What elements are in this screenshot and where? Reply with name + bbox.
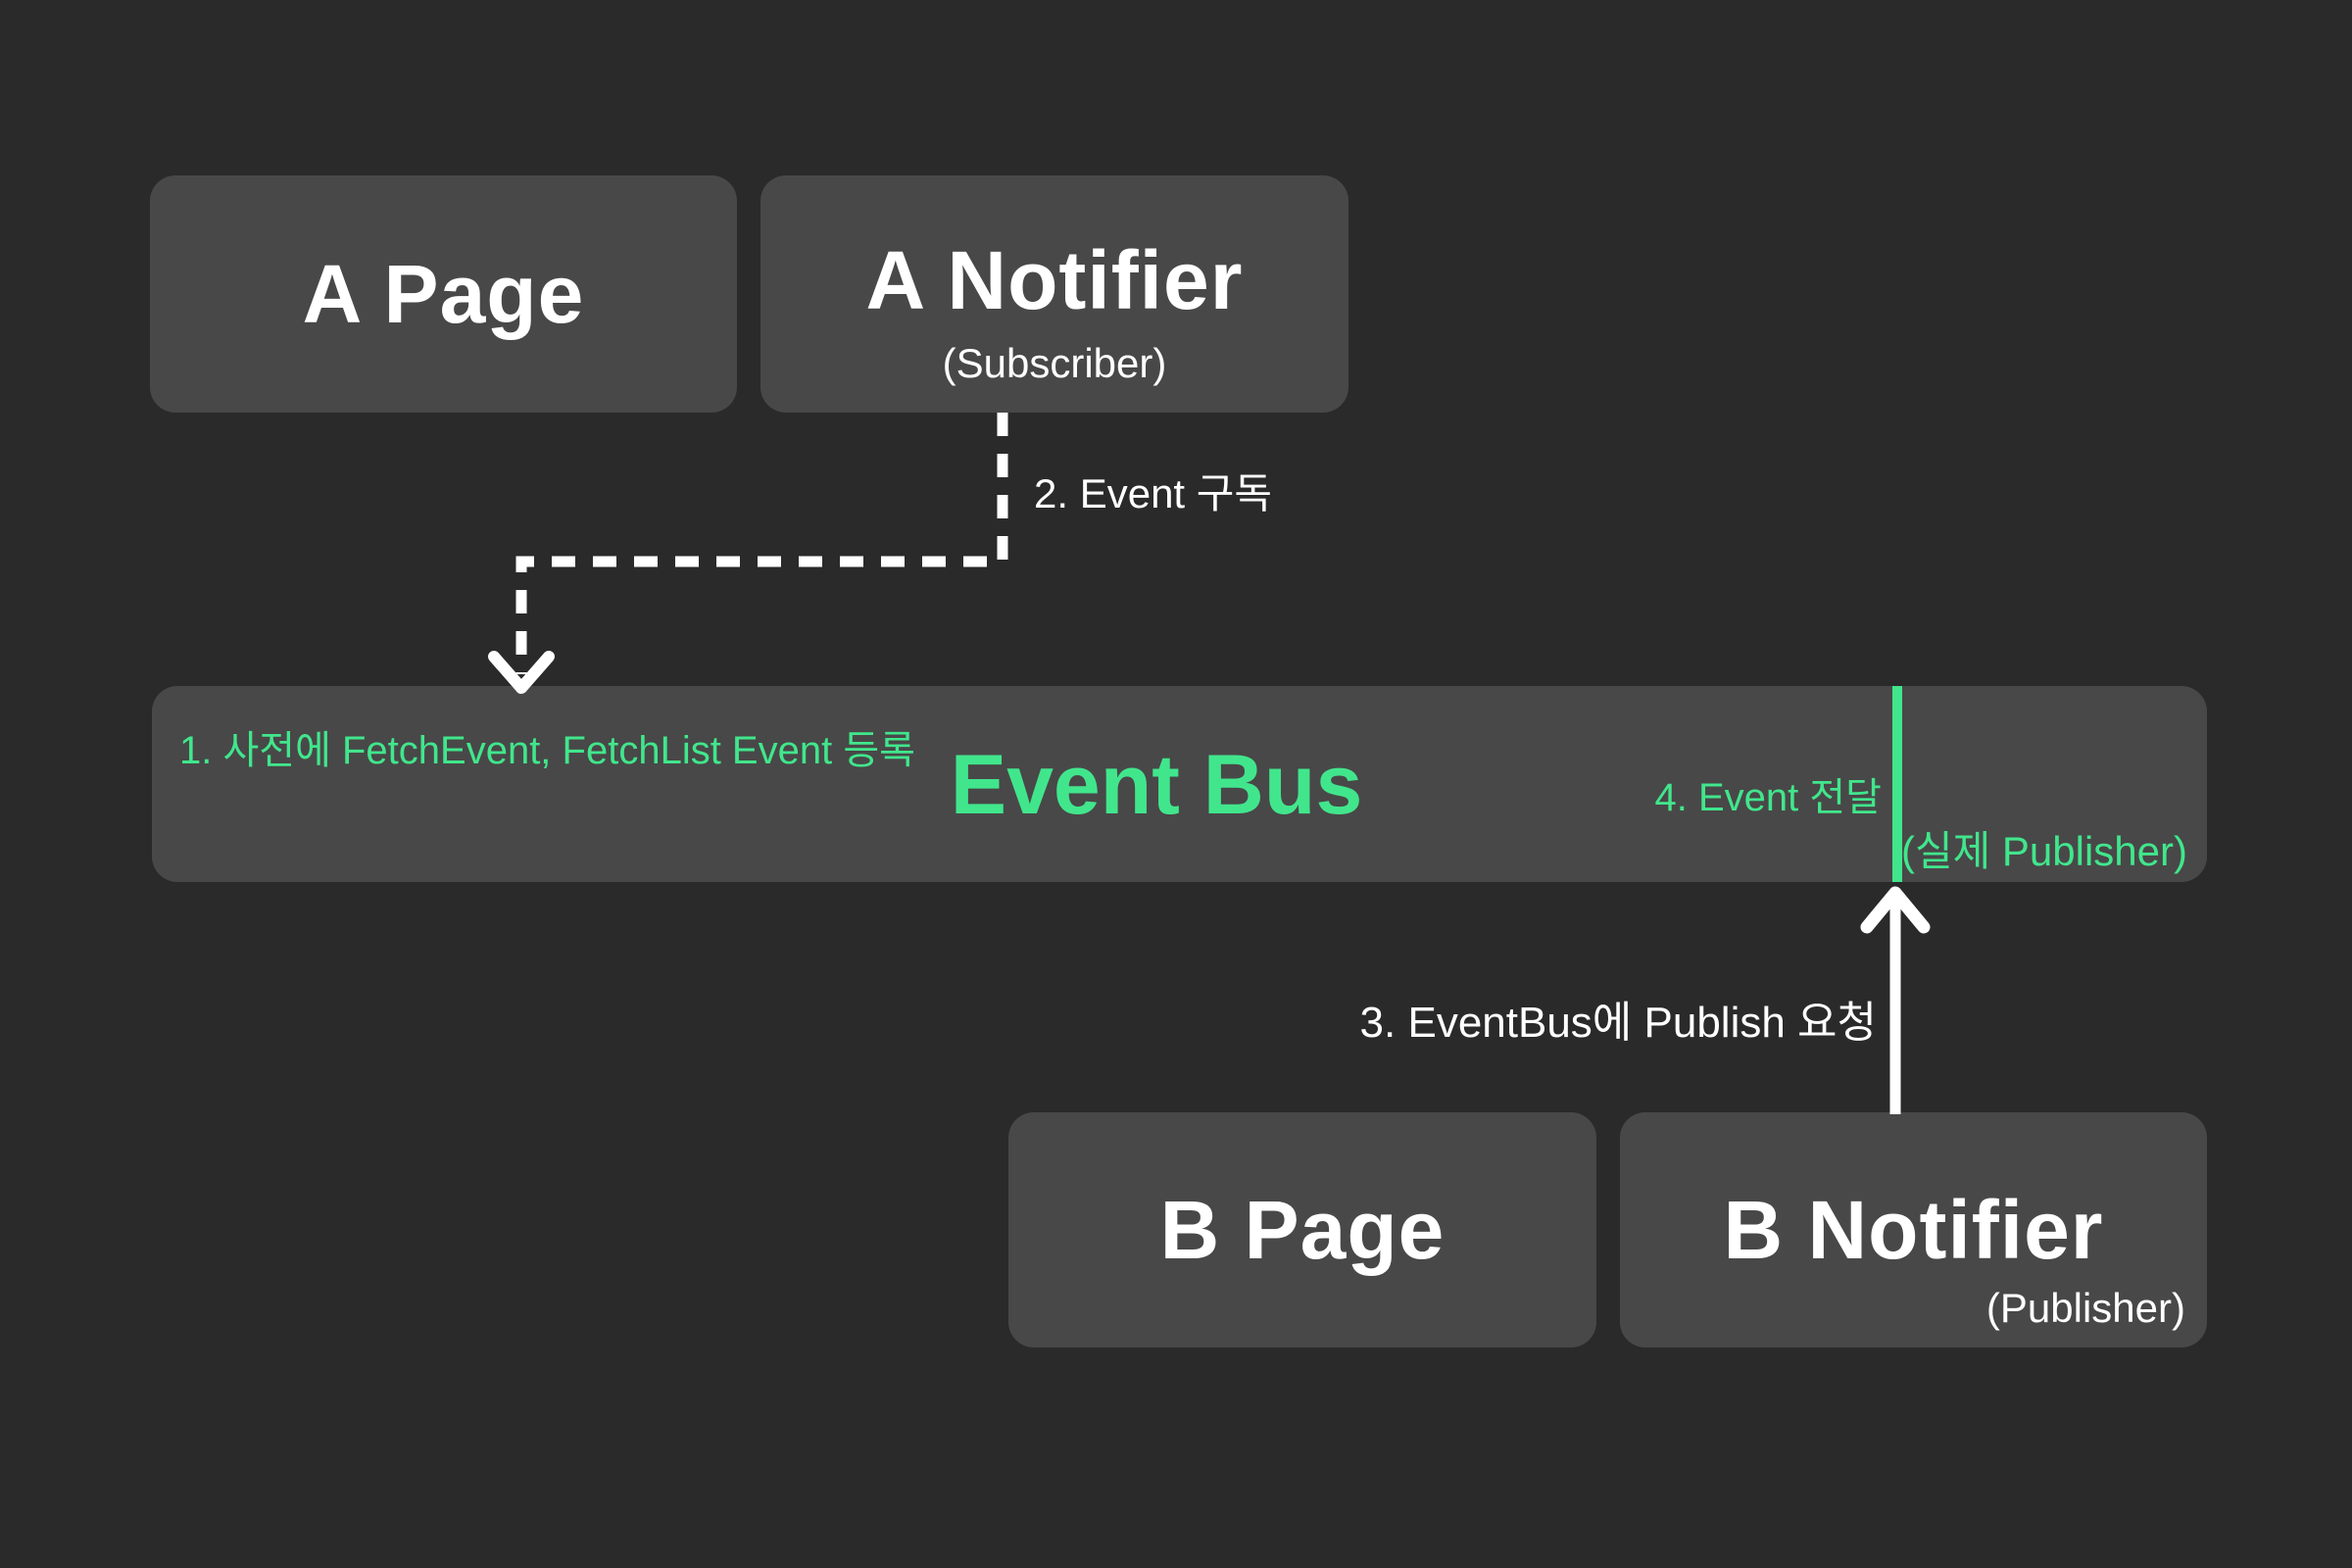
event-bus-title: Event Bus xyxy=(950,738,1363,832)
b-notifier-box: B Notifier (Publisher) xyxy=(1620,1112,2207,1348)
a-notifier-title: A Notifier xyxy=(865,233,1244,326)
b-page-box: B Page xyxy=(1008,1112,1596,1348)
subscribe-dashed-arrow-icon xyxy=(488,413,1008,694)
event-bus-register-annotation: 1. 사전에 FetchEvent, FetchList Event 등록 xyxy=(179,729,915,772)
b-notifier-subtitle: (Publisher) xyxy=(1985,1285,2185,1331)
subscribe-arrow-label: 2. Event 구독 xyxy=(1034,470,1273,516)
b-notifier-title: B Notifier xyxy=(1723,1183,2104,1276)
event-bus-bar xyxy=(152,686,2207,882)
a-page-box: A Page xyxy=(150,175,737,413)
deliver-line xyxy=(1892,686,1902,882)
event-bus-deliver-annotation: 4. Event 전달 xyxy=(1654,776,1882,819)
publish-arrow-label: 3. EventBus에 Publish 요청 xyxy=(1359,999,1877,1047)
a-notifier-subtitle: (Subscriber) xyxy=(942,340,1167,386)
a-page-title: A Page xyxy=(302,247,585,340)
b-page-title: B Page xyxy=(1159,1183,1446,1276)
a-notifier-box: A Notifier (Subscriber) xyxy=(760,175,1348,413)
event-bus-actual-publisher-annotation: (실제 Publisher) xyxy=(1900,828,2187,874)
